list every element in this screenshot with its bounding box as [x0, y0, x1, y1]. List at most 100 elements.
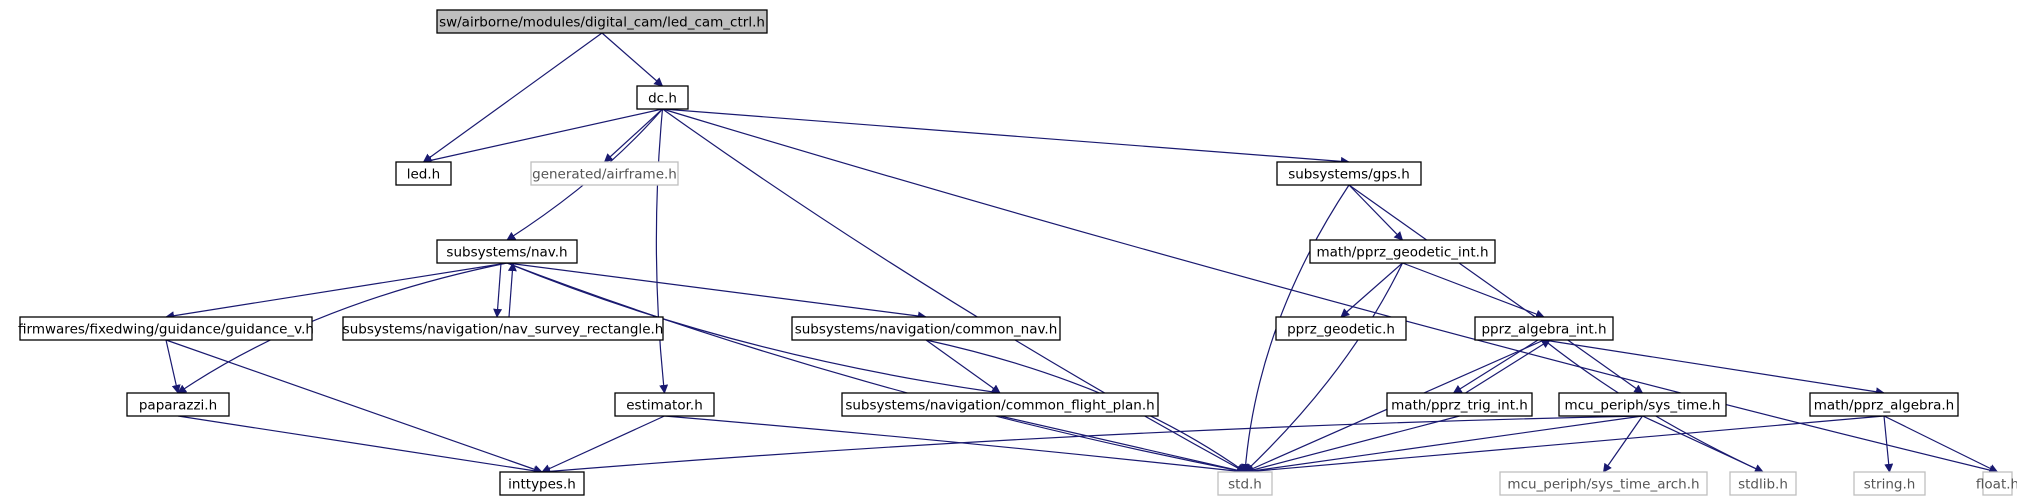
node-algebra[interactable]: math/pprz_algebra.h — [1809, 392, 1959, 417]
node-box — [791, 316, 1061, 341]
node-box — [1276, 161, 1422, 186]
edge-paparazzi-to-inttypes — [177, 415, 543, 476]
node-root: sw/airborne/modules/digital_cam/led_cam_… — [436, 9, 768, 34]
node-led[interactable]: led.h — [395, 161, 452, 186]
edge-estimator-to-inttypes — [541, 415, 665, 473]
node-label: subsystems/gps.h — [1288, 167, 1410, 183]
edge-guidance-v-to-paparazzi — [165, 339, 181, 394]
node-box — [1809, 392, 1959, 417]
node-label: string.h — [1864, 477, 1916, 493]
node-label: pprz_algebra_int.h — [1481, 322, 1606, 338]
node-label: subsystems/navigation/common_nav.h — [795, 322, 1058, 338]
node-label: firmwares/fixedwing/guidance/guidance_v.… — [18, 322, 314, 338]
node-box — [19, 316, 313, 341]
edge-algebra-to-string — [1883, 415, 1894, 473]
edge-gps-to-sys-time — [1348, 184, 1644, 394]
edge-flight-plan-to-std — [999, 415, 1246, 475]
edge-algebra-to-float — [1883, 415, 1999, 473]
node-dc[interactable]: dc.h — [636, 85, 689, 110]
node-estimator[interactable]: estimator.h — [614, 392, 715, 417]
node-label: float.h — [1976, 477, 2017, 493]
node-box — [395, 161, 452, 186]
node-label: subsystems/nav.h — [446, 245, 567, 261]
edge-nav-to-flight-plan — [506, 262, 1001, 397]
edge-sys-time-to-sys-time-arch — [1602, 415, 1643, 473]
edge-algebra-int-to-algebra — [1543, 339, 1885, 397]
edge-dc-to-float — [662, 108, 1999, 475]
edge-nav-to-std — [506, 262, 1246, 475]
node-algebra-int[interactable]: pprz_algebra_int.h — [1474, 316, 1614, 341]
edge-nav-survey-to-nav — [507, 262, 517, 318]
node-box — [841, 392, 1159, 417]
edge-trig-int-to-std — [1244, 415, 1460, 475]
node-label: subsystems/navigation/common_flight_plan… — [845, 398, 1154, 414]
node-gps[interactable]: subsystems/gps.h — [1276, 161, 1422, 186]
node-box — [436, 239, 578, 264]
node-airframe: generated/airframe.h — [530, 161, 679, 186]
edge-nav-to-paparazzi — [177, 262, 508, 394]
node-box — [1386, 392, 1533, 417]
node-string: string.h — [1853, 471, 1926, 496]
node-label: math/pprz_geodetic_int.h — [1316, 245, 1488, 261]
node-box — [126, 392, 230, 417]
node-box — [1558, 392, 1727, 417]
edge-dc-to-estimator — [655, 108, 669, 394]
node-guidance-v[interactable]: firmwares/fixedwing/guidance/guidance_v.… — [18, 316, 314, 341]
node-box — [499, 471, 585, 496]
node-label: stdlib.h — [1738, 477, 1788, 493]
node-box — [1309, 239, 1496, 264]
node-label: dc.h — [648, 91, 677, 107]
node-box — [436, 9, 768, 34]
node-nav-survey[interactable]: subsystems/navigation/nav_survey_rectang… — [342, 316, 664, 341]
node-common-nav[interactable]: subsystems/navigation/common_nav.h — [791, 316, 1061, 341]
node-label: sw/airborne/modules/digital_cam/led_cam_… — [439, 15, 765, 31]
edge-estimator-to-std — [664, 415, 1246, 476]
node-label: generated/airframe.h — [532, 167, 677, 183]
node-flight-plan[interactable]: subsystems/navigation/common_flight_plan… — [841, 392, 1159, 417]
edge-sys-time-to-std — [1244, 415, 1643, 476]
node-inttypes[interactable]: inttypes.h — [499, 471, 585, 496]
edge-geodetic-int-to-std — [1244, 262, 1404, 473]
edge-sys-time-to-inttypes — [541, 415, 1643, 476]
node-box — [1474, 316, 1614, 341]
node-pprz-geodetic[interactable]: pprz_geodetic.h — [1275, 316, 1407, 341]
node-geodetic-int[interactable]: math/pprz_geodetic_int.h — [1309, 239, 1496, 264]
edge-guidance-v-to-inttypes — [165, 339, 543, 474]
node-box — [614, 392, 715, 417]
node-float: float.h — [1976, 471, 2017, 496]
node-box — [1217, 471, 1273, 496]
node-std: std.h — [1217, 471, 1273, 496]
node-label: std.h — [1228, 477, 1262, 493]
edge-nav-to-common-nav — [506, 262, 927, 321]
edge-dc-to-std — [662, 108, 1246, 473]
edge-gps-to-geodetic-int — [1348, 184, 1404, 241]
node-label: led.h — [407, 167, 440, 183]
edge-sys-time-to-stdlib — [1642, 415, 1764, 473]
node-sys-time-arch: mcu_periph/sys_time_arch.h — [1499, 471, 1708, 496]
node-label: subsystems/navigation/nav_survey_rectang… — [343, 322, 664, 338]
edge-root-to-led — [422, 32, 603, 163]
node-label: inttypes.h — [508, 477, 576, 493]
node-box — [1729, 471, 1797, 496]
node-trig-int[interactable]: math/pprz_trig_int.h — [1386, 392, 1533, 417]
node-box — [1275, 316, 1407, 341]
edge-common-nav-to-flight-plan — [925, 339, 1001, 394]
node-label: pprz_geodetic.h — [1287, 322, 1395, 338]
node-box — [1853, 471, 1926, 496]
node-label: mcu_periph/sys_time_arch.h — [1507, 477, 1699, 493]
edge-trig-int-to-algebra-int — [1465, 339, 1551, 394]
node-label: mcu_periph/sys_time.h — [1565, 398, 1721, 414]
edge-dc-to-airframe — [603, 108, 663, 163]
edge-dc-to-led — [422, 108, 663, 165]
node-label: math/pprz_algebra.h — [1814, 398, 1954, 414]
node-box — [1982, 471, 2013, 496]
node-box — [1499, 471, 1708, 496]
node-box — [636, 85, 689, 110]
node-sys-time[interactable]: mcu_periph/sys_time.h — [1558, 392, 1727, 417]
node-nav[interactable]: subsystems/nav.h — [436, 239, 578, 264]
node-label: paparazzi.h — [139, 398, 217, 414]
edge-algebra-to-std — [1244, 415, 1885, 476]
edge-geodetic-int-to-algebra-int — [1402, 262, 1545, 319]
node-paparazzi[interactable]: paparazzi.h — [126, 392, 230, 417]
